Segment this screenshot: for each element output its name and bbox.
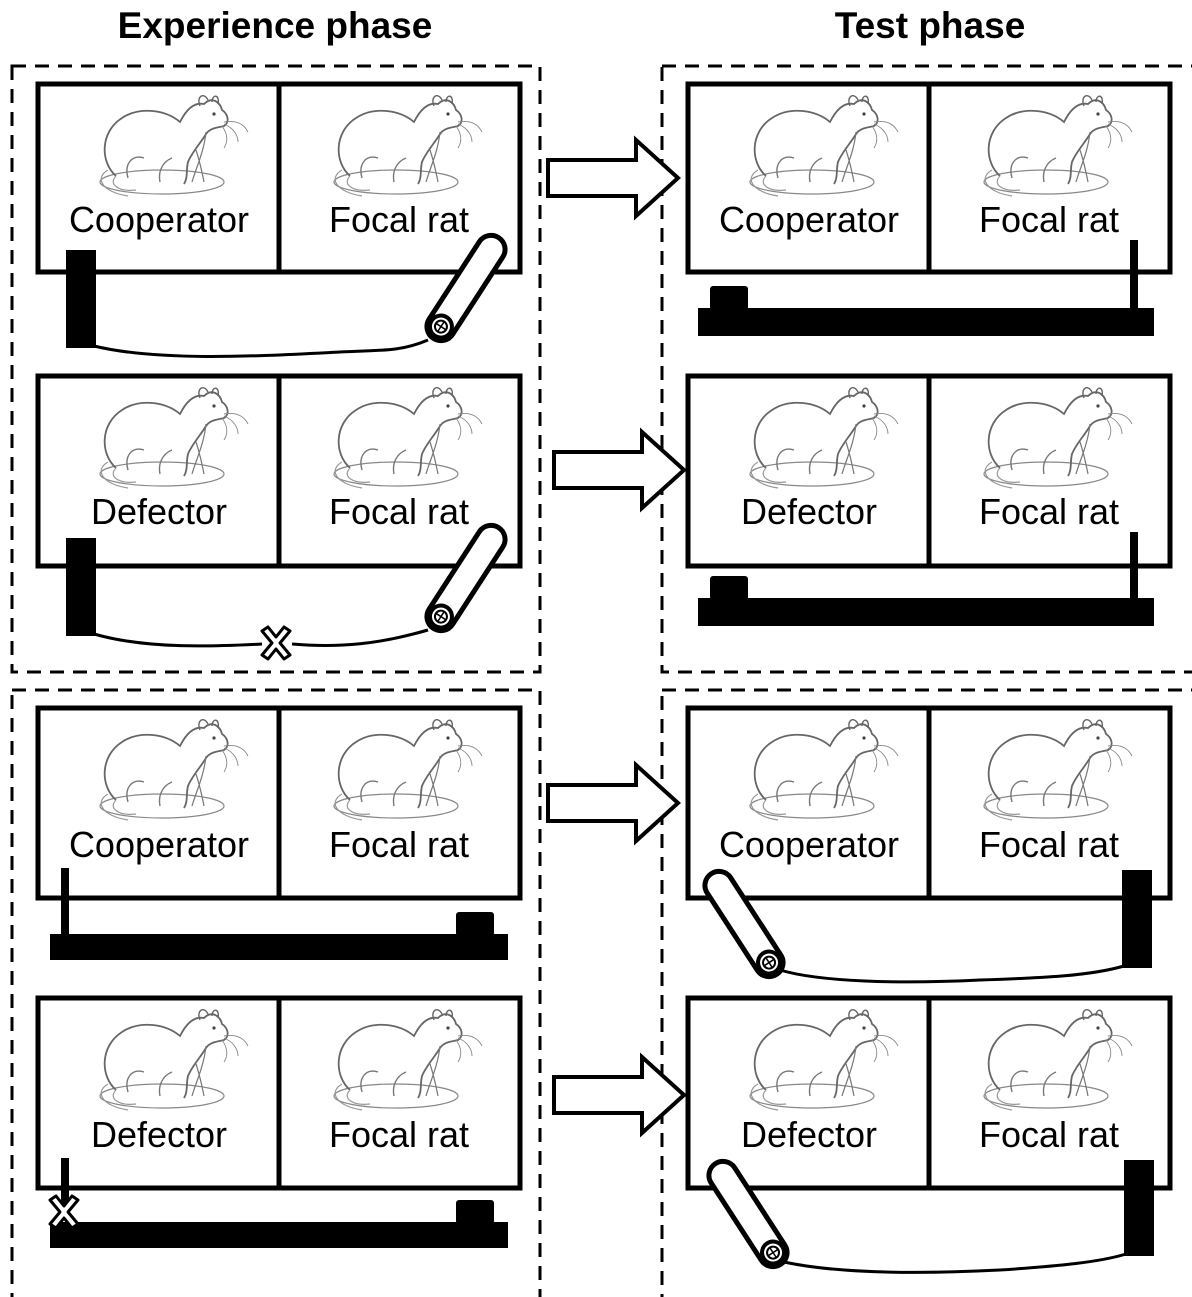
left-role-label: Defector [741,1114,877,1155]
focal-rat-label: Focal rat [979,199,1119,240]
focal-rat-label: Focal rat [329,199,469,240]
lever-bar [1124,1160,1154,1256]
focal-rat-label: Focal rat [979,824,1119,865]
panel-test-defector-2: Defector Focal rat [685,995,1173,1274]
tray-bar [50,934,508,960]
stick-handle [61,868,69,936]
left-role-label: Cooperator [719,824,899,865]
food-block [710,286,748,310]
left-role-label: Defector [741,491,877,532]
left-role-label: Cooperator [719,199,899,240]
right-arrow-icon [552,430,686,510]
stick-handle [1130,240,1138,310]
string-line [783,1252,1127,1274]
string-line [93,338,429,358]
experience-phase-heading: Experience phase [117,5,433,46]
right-arrow-icon [546,763,680,843]
food-block [456,1200,494,1224]
focal-rat-label: Focal rat [329,491,469,532]
left-role-label: Defector [91,1114,227,1155]
stick-handle [61,1158,69,1218]
test-group-top-frame [660,64,1192,674]
test-phase-heading: Test phase [834,5,1026,46]
right-arrow-icon [552,1055,686,1135]
panel-test-defector-1: Defector Focal rat [685,373,1173,626]
focal-rat-label: Focal rat [979,491,1119,532]
string-line [779,964,1125,984]
left-role-label: Cooperator [69,824,249,865]
tray-bar [50,1222,508,1248]
x-mark-icon [260,625,292,661]
panel-experience-defector-2: Defector Focal rat [35,995,523,1248]
right-arrow-icon [546,138,680,218]
panel-experience-cooperator-2: Cooperator Focal rat [35,705,523,960]
food-block [710,576,748,600]
lever-bar [1122,870,1152,968]
panel-test-cooperator-1: Cooperator Focal rat [685,81,1173,336]
panel-experience-defector-1: Defector Focal rat [35,373,523,661]
food-block [456,912,494,936]
experience-group-top-frame [10,64,542,674]
focal-rat-label: Focal rat [329,1114,469,1155]
experience-group-bottom-frame [10,688,542,1297]
string-line [93,628,429,648]
stick-handle [1130,532,1138,602]
test-group-bottom-frame [660,688,1192,1297]
panel-test-cooperator-2: Cooperator Focal rat [685,705,1173,984]
lever-bar [66,538,96,636]
tray-bar [698,308,1154,336]
focal-rat-label: Focal rat [329,824,469,865]
focal-rat-label: Focal rat [979,1114,1119,1155]
tray-bar [698,598,1154,626]
panel-experience-cooperator-1: Cooperator Focal rat [35,81,523,358]
left-role-label: Cooperator [69,199,249,240]
lever-bar [66,250,96,348]
left-role-label: Defector [91,491,227,532]
